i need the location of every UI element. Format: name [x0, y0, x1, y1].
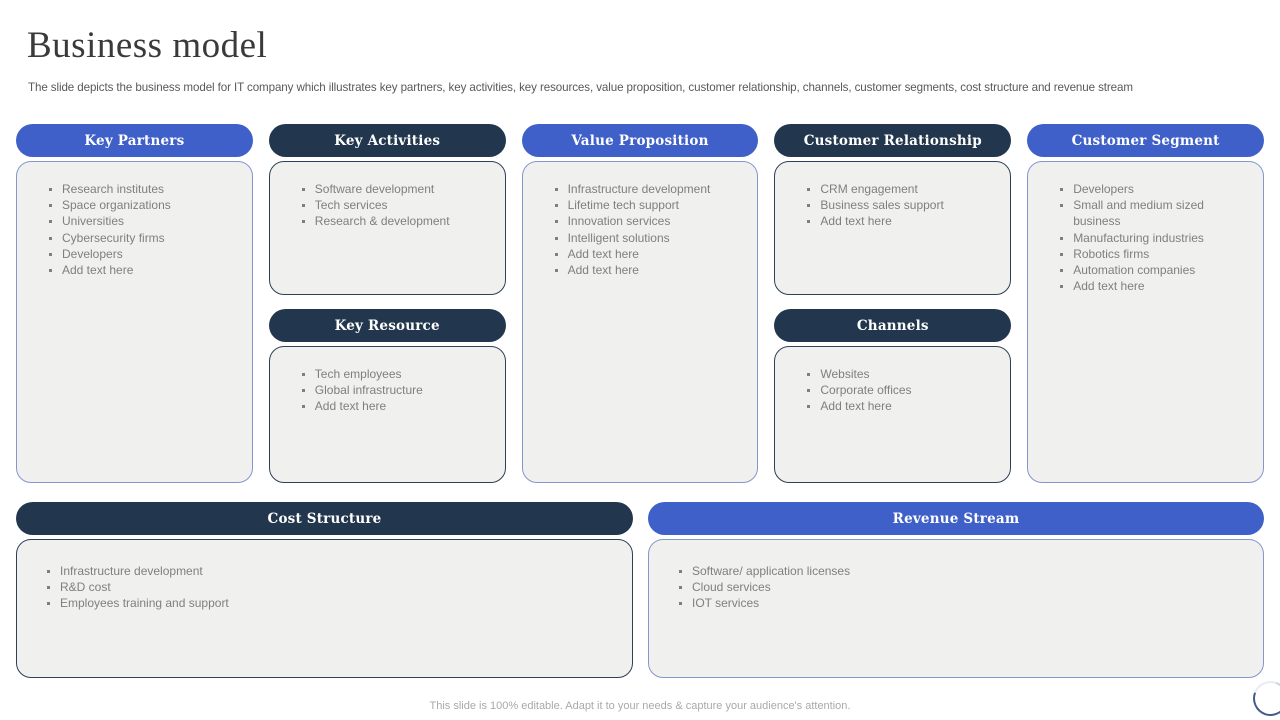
bullet-item: Add text here — [554, 246, 738, 262]
bullet-item: IOT services — [678, 595, 1243, 611]
bullet-item: Small and medium sized business — [1059, 197, 1243, 229]
bullet-item: Cybersecurity firms — [48, 230, 232, 246]
bullet-item: Space organizations — [48, 197, 232, 213]
bullet-item: Employees training and support — [46, 595, 612, 611]
bullet-item: Add text here — [554, 262, 738, 278]
bullet-item: Automation companies — [1059, 262, 1243, 278]
bullet-item: Manufacturing industries — [1059, 230, 1243, 246]
section-revenue-stream: Revenue Stream Software/ application lic… — [648, 502, 1264, 678]
bullet-item: CRM engagement — [806, 181, 990, 197]
bullet-item: Research & development — [301, 213, 485, 229]
bullet-item: Add text here — [806, 398, 990, 414]
section-header-revenue-stream: Revenue Stream — [648, 502, 1264, 535]
section-header-value-proposition: Value Proposition — [521, 124, 759, 157]
bullet-item: Software development — [301, 181, 485, 197]
bullet-item: Business sales support — [806, 197, 990, 213]
decorative-circle — [1247, 675, 1280, 720]
bullet-item: Robotics firms — [1059, 246, 1243, 262]
bullet-item: Intelligent solutions — [554, 230, 738, 246]
bullet-item: Infrastructure development — [554, 181, 738, 197]
section-header-channels: Channels — [774, 309, 1012, 342]
bullet-item: Add text here — [48, 262, 232, 278]
section-header-key-resource: Key Resource — [268, 309, 506, 342]
page-title: Business model — [27, 25, 268, 66]
column-value-proposition: Value Proposition Infrastructure develop… — [521, 124, 759, 483]
bullet-item: Infrastructure development — [46, 563, 612, 579]
section-header-key-partners: Key Partners — [16, 124, 253, 157]
slide-subtitle: The slide depicts the business model for… — [28, 81, 1133, 94]
bullet-item: Cloud services — [678, 579, 1243, 595]
bullet-item: Add text here — [1059, 278, 1243, 294]
bullet-item: Developers — [1059, 181, 1243, 197]
bullet-item: Developers — [48, 246, 232, 262]
bullet-item: Global infrastructure — [301, 382, 485, 398]
bullet-item: Innovation services — [554, 213, 738, 229]
bullet-item: Tech employees — [301, 366, 485, 382]
section-header-customer-relationship: Customer Relationship — [774, 124, 1012, 157]
bullet-item: R&D cost — [46, 579, 612, 595]
section-header-customer-segment: Customer Segment — [1027, 124, 1264, 157]
bullet-item: Add text here — [301, 398, 485, 414]
section-header-cost-structure: Cost Structure — [16, 502, 633, 535]
bullet-item: Research institutes — [48, 181, 232, 197]
bullet-item: Corporate offices — [806, 382, 990, 398]
section-cost-structure: Cost Structure Infrastructure developmen… — [16, 502, 633, 678]
bullet-item: Software/ application licenses — [678, 563, 1243, 579]
footer-note: This slide is 100% editable. Adapt it to… — [429, 700, 851, 712]
bullet-item: Tech services — [301, 197, 485, 213]
section-header-key-activities: Key Activities — [268, 124, 506, 157]
bullet-item: Lifetime tech support — [554, 197, 738, 213]
bullet-item: Websites — [806, 366, 990, 382]
bullet-item: Add text here — [806, 213, 990, 229]
bullet-item: Universities — [48, 213, 232, 229]
